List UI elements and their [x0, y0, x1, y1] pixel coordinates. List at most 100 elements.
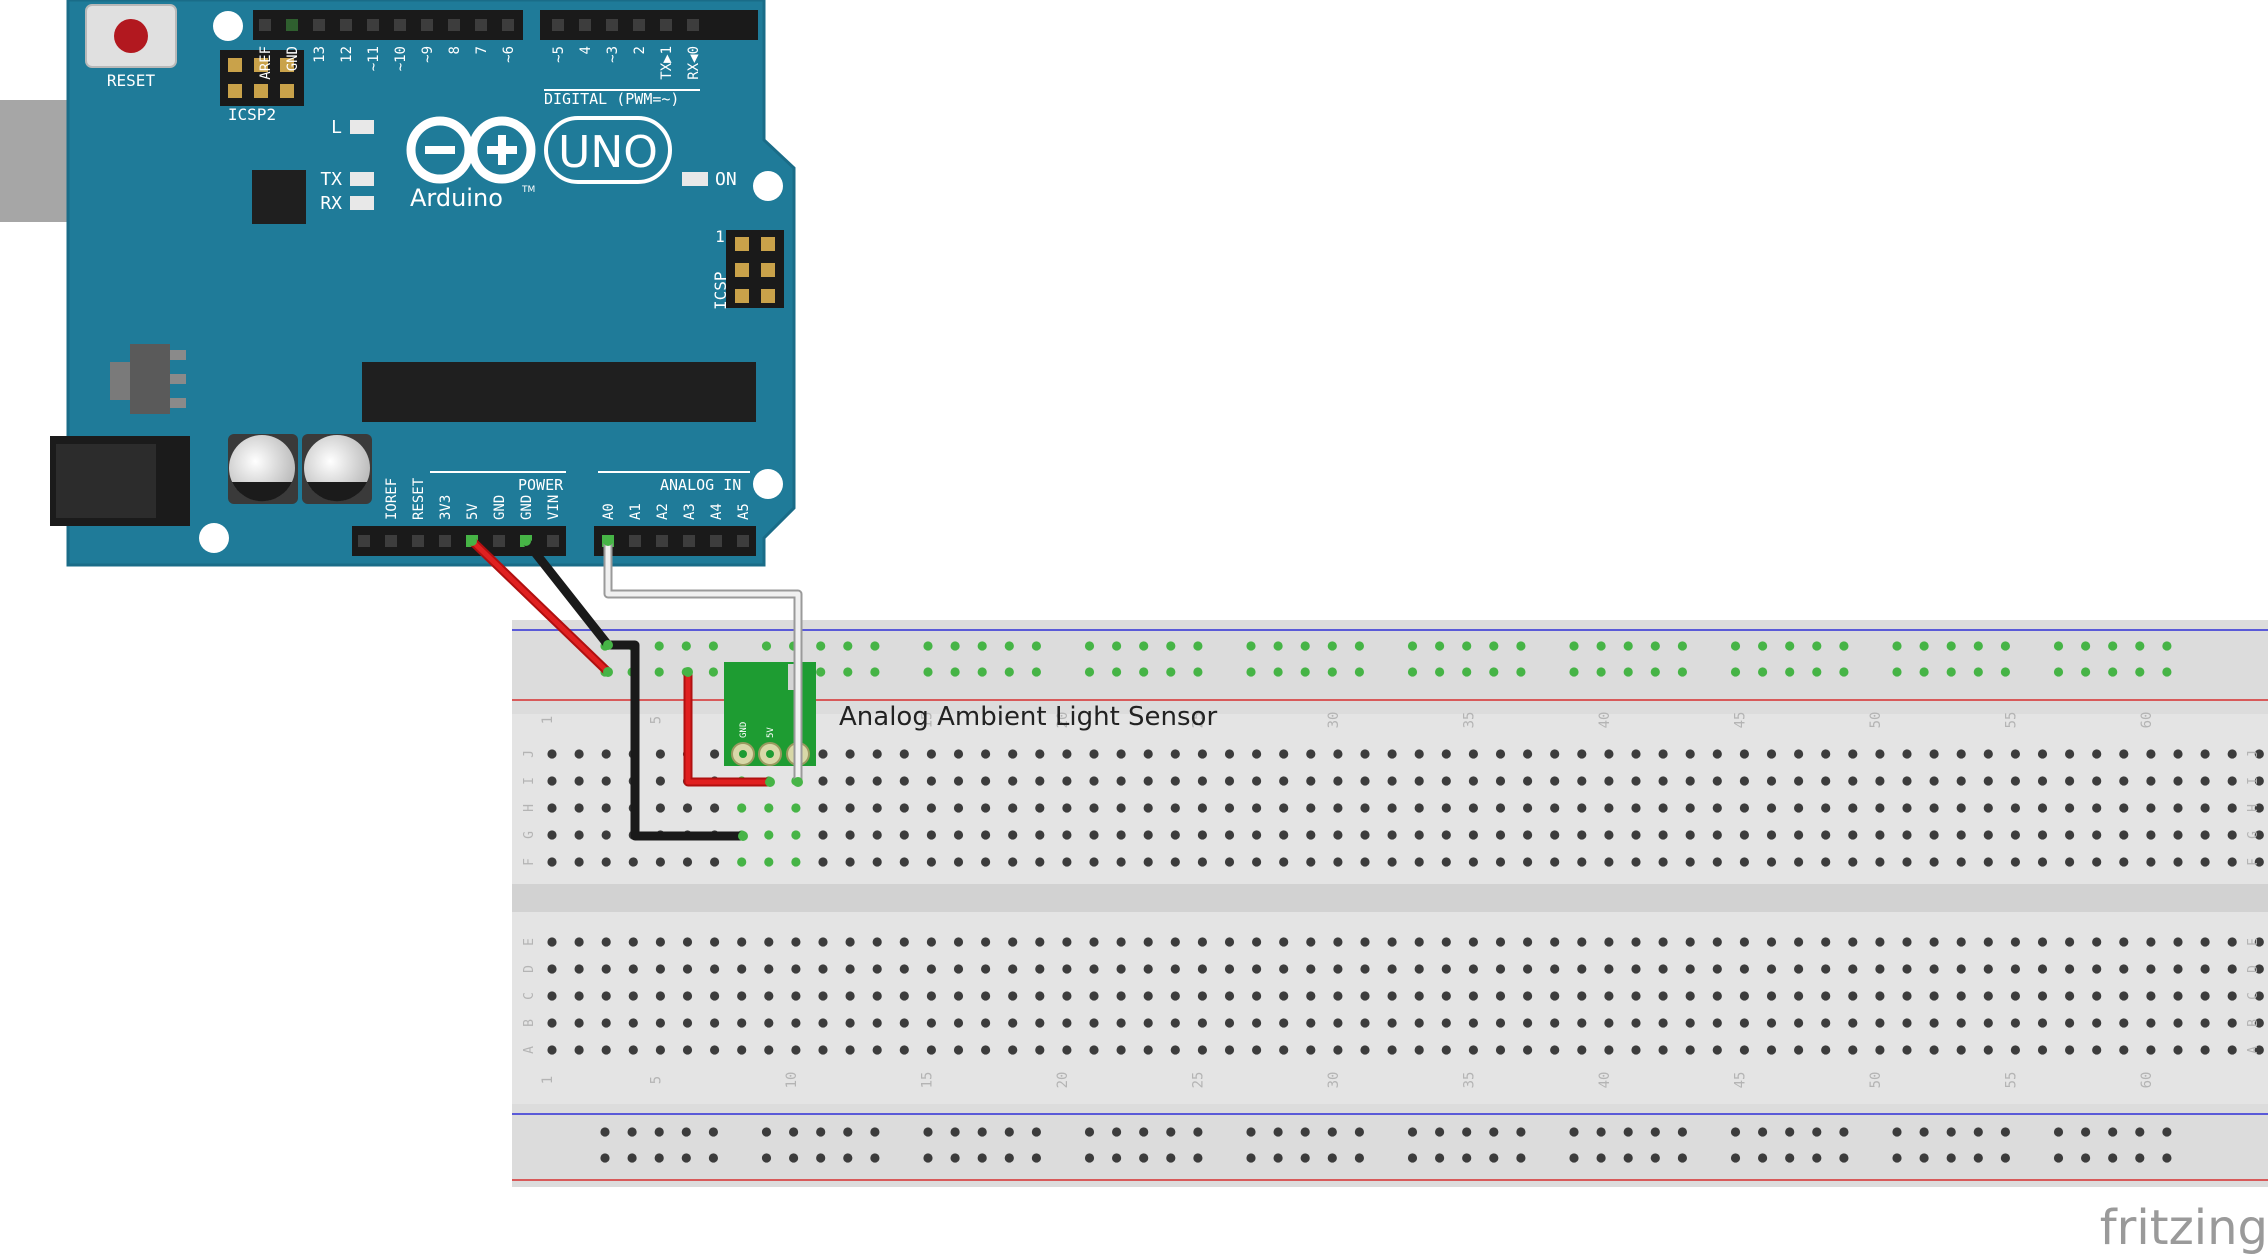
breadboard-hole[interactable] — [1333, 1045, 1343, 1055]
breadboard-hole[interactable] — [845, 830, 855, 840]
power-rail-hole[interactable] — [1516, 1153, 1526, 1163]
breadboard-hole[interactable] — [2227, 857, 2237, 867]
power-rail-hole[interactable] — [681, 1127, 691, 1137]
breadboard-hole[interactable] — [764, 937, 774, 947]
breadboard-hole[interactable] — [628, 964, 638, 974]
power-rail-hole[interactable] — [1785, 1153, 1795, 1163]
power-rail-hole[interactable] — [1031, 667, 1041, 677]
breadboard-hole[interactable] — [710, 803, 720, 813]
breadboard-hole[interactable] — [1766, 857, 1777, 867]
breadboard-hole[interactable] — [2200, 857, 2210, 867]
breadboard-hole[interactable] — [1495, 1045, 1506, 1055]
breadboard-hole[interactable] — [1902, 857, 1912, 867]
breadboard-hole[interactable] — [1712, 1045, 1722, 1055]
breadboard-hole[interactable] — [1956, 1045, 1966, 1055]
breadboard-hole[interactable] — [2010, 749, 2020, 759]
power-rail-hole[interactable] — [1569, 1153, 1579, 1163]
breadboard-hole[interactable] — [601, 937, 611, 947]
power-rail-hole[interactable] — [870, 667, 880, 677]
power-rail-hole[interactable] — [1435, 641, 1445, 651]
breadboard-hole[interactable] — [1224, 776, 1235, 786]
breadboard-hole[interactable] — [2146, 857, 2156, 867]
breadboard-hole[interactable] — [1902, 830, 1912, 840]
power-rail-hole[interactable] — [1919, 1127, 1929, 1137]
digital-pin[interactable] — [660, 19, 672, 31]
breadboard-hole[interactable] — [1983, 1045, 1993, 1055]
breadboard-hole[interactable] — [1631, 749, 1641, 759]
breadboard-hole[interactable] — [1739, 776, 1749, 786]
power-rail-hole[interactable] — [870, 1127, 880, 1137]
power-rail-hole[interactable] — [681, 641, 691, 651]
breadboard-hole[interactable] — [1929, 1045, 1939, 1055]
power-rail-hole[interactable] — [950, 1153, 960, 1163]
breadboard-hole[interactable] — [845, 991, 855, 1001]
breadboard-hole[interactable] — [1685, 749, 1695, 759]
breadboard-hole[interactable] — [1252, 991, 1262, 1001]
breadboard-hole[interactable] — [1008, 991, 1018, 1001]
breadboard-hole[interactable] — [1252, 1018, 1262, 1028]
breadboard-hole[interactable] — [1929, 1018, 1939, 1028]
breadboard-hole[interactable] — [2254, 937, 2264, 947]
breadboard-hole[interactable] — [1766, 803, 1777, 813]
breadboard-hole[interactable] — [1279, 991, 1289, 1001]
breadboard-hole[interactable] — [682, 937, 693, 947]
breadboard-hole[interactable] — [1387, 749, 1397, 759]
breadboard-hole[interactable] — [574, 964, 584, 974]
power-rail-hole[interactable] — [1569, 1127, 1579, 1137]
power-rail-hole[interactable] — [1084, 1127, 1095, 1137]
breadboard-hole[interactable] — [1116, 964, 1126, 974]
breadboard-hole[interactable] — [2173, 857, 2183, 867]
breadboard-hole[interactable] — [737, 991, 747, 1001]
breadboard-hole[interactable] — [574, 937, 584, 947]
breadboard-hole[interactable] — [1712, 991, 1722, 1001]
power-rail-hole[interactable] — [1677, 1127, 1687, 1137]
breadboard-hole[interactable] — [2037, 830, 2048, 840]
breadboard-hole[interactable] — [547, 1045, 557, 1055]
breadboard-hole[interactable] — [872, 1018, 882, 1028]
breadboard-hole[interactable] — [899, 964, 909, 974]
breadboard-hole[interactable] — [1089, 830, 1099, 840]
breadboard-hole[interactable] — [1170, 776, 1180, 786]
power-rail-hole[interactable] — [1946, 1153, 1956, 1163]
breadboard-hole[interactable] — [1062, 991, 1072, 1001]
breadboard-hole[interactable] — [2092, 803, 2102, 813]
breadboard-hole[interactable] — [1848, 1045, 1858, 1055]
breadboard-hole[interactable] — [574, 749, 584, 759]
breadboard-hole[interactable] — [1550, 937, 1560, 947]
breadboard-hole[interactable] — [601, 830, 611, 840]
breadboard-hole[interactable] — [1116, 1045, 1126, 1055]
breadboard-hole[interactable] — [2065, 1045, 2075, 1055]
breadboard-hole[interactable] — [1495, 937, 1506, 947]
power-rail-hole[interactable] — [950, 641, 960, 651]
breadboard-hole[interactable] — [1902, 937, 1912, 947]
breadboard-hole[interactable] — [899, 991, 909, 1001]
breadboard-hole[interactable] — [1035, 1018, 1045, 1028]
breadboard-hole[interactable] — [1685, 830, 1695, 840]
breadboard-hole[interactable] — [710, 1045, 720, 1055]
power-rail-hole[interactable] — [681, 1153, 691, 1163]
breadboard-hole[interactable] — [2065, 964, 2075, 974]
power-rail-hole[interactable] — [2108, 641, 2118, 651]
power-rail-hole[interactable] — [1462, 1127, 1472, 1137]
power-rail-hole[interactable] — [1623, 1153, 1633, 1163]
power-rail-hole[interactable] — [1084, 641, 1095, 651]
breadboard-hole[interactable] — [547, 857, 557, 867]
power-rail-hole[interactable] — [708, 667, 719, 677]
breadboard-hole[interactable] — [1604, 937, 1614, 947]
breadboard-hole[interactable] — [1631, 1045, 1641, 1055]
breadboard-hole[interactable] — [1577, 803, 1587, 813]
breadboard-hole[interactable] — [2146, 964, 2156, 974]
breadboard-hole[interactable] — [1387, 937, 1397, 947]
breadboard-hole[interactable] — [1929, 937, 1939, 947]
power-rail-hole[interactable] — [1839, 641, 1849, 651]
breadboard-hole[interactable] — [1523, 830, 1533, 840]
power-rail-hole[interactable] — [1246, 667, 1256, 677]
breadboard-hole[interactable] — [574, 803, 584, 813]
breadboard-hole[interactable] — [1441, 749, 1451, 759]
breadboard-hole[interactable] — [1089, 803, 1099, 813]
breadboard-hole[interactable] — [1875, 991, 1885, 1001]
breadboard-hole[interactable] — [1387, 776, 1397, 786]
power-rail-hole[interactable] — [1407, 667, 1418, 677]
breadboard-hole[interactable] — [1089, 937, 1099, 947]
breadboard-hole[interactable] — [1766, 830, 1777, 840]
